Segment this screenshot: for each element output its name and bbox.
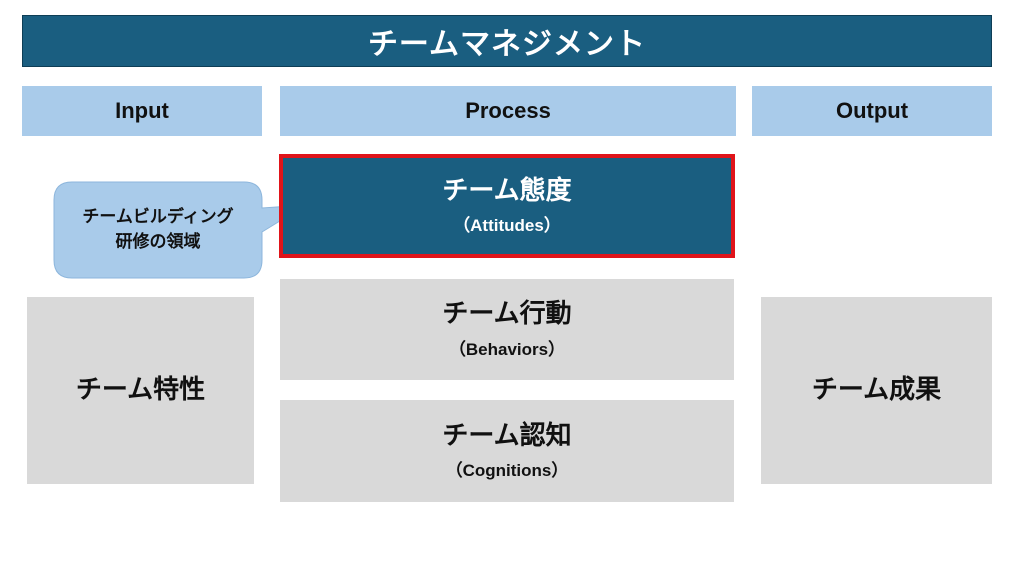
team-behaviors-label: チーム行動: [442, 299, 572, 330]
process-header: Process: [280, 86, 736, 136]
diagram-title-text: チームマネジメント: [367, 27, 647, 62]
team-outcome-label: チーム成果: [811, 374, 942, 405]
callout-line-2: 研修の領域: [115, 232, 201, 252]
team-behaviors-box: チーム行動 （Behaviors）: [280, 279, 734, 380]
team-cognitions-box: チーム認知 （Cognitions）: [280, 400, 734, 502]
team-attitudes-sub: （Attitudes）: [453, 216, 561, 236]
callout-line-1: チームビルディング: [82, 207, 234, 228]
team-cognitions-label: チーム認知: [442, 420, 572, 451]
team-outcome-box: チーム成果: [761, 297, 992, 484]
callout-text: チームビルディング 研修の領域: [54, 182, 262, 278]
team-attitudes-label: チーム態度: [442, 175, 572, 206]
output-header: Output: [752, 86, 992, 136]
team-traits-label: チーム特性: [75, 374, 206, 405]
input-header-label: Input: [115, 98, 169, 123]
team-cognitions-sub: （Cognitions）: [445, 461, 569, 481]
diagram-title: チームマネジメント: [22, 15, 992, 67]
team-traits-box: チーム特性: [27, 297, 254, 484]
team-attitudes-box: チーム態度 （Attitudes）: [279, 154, 735, 258]
process-header-label: Process: [465, 98, 551, 123]
output-header-label: Output: [835, 98, 909, 123]
input-header: Input: [22, 86, 262, 136]
team-behaviors-sub: （Behaviors）: [448, 339, 566, 359]
